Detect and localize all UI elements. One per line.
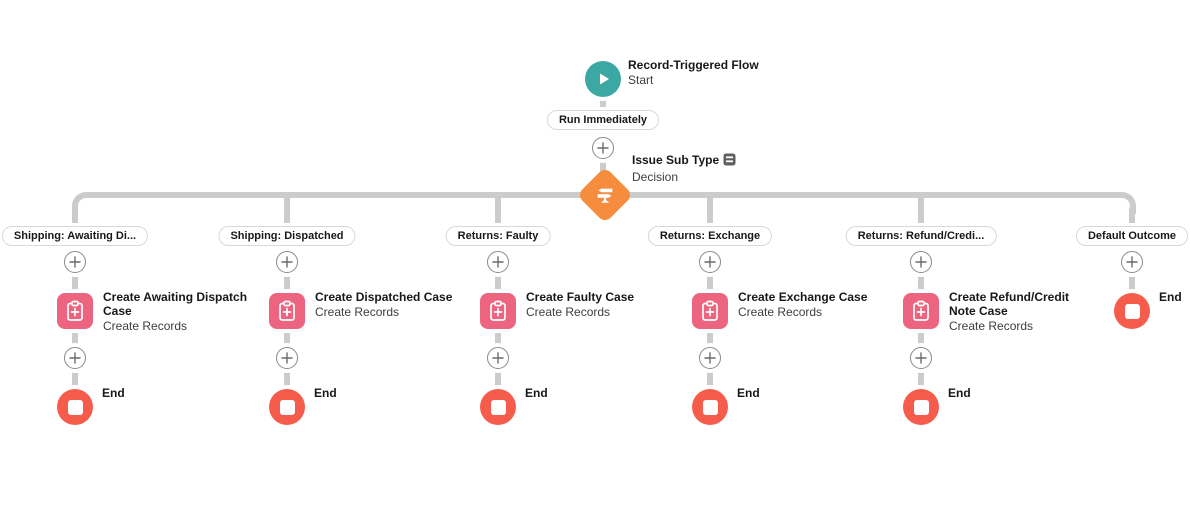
end-label: End (525, 386, 548, 400)
end-node-label: End (314, 386, 337, 400)
end-label: End (314, 386, 337, 400)
end-icon (490, 399, 506, 415)
end-label: End (737, 386, 760, 400)
action-title: Create Dispatched Case (315, 290, 453, 304)
end-label: End (102, 386, 125, 400)
add-element-button[interactable] (699, 347, 721, 369)
add-element-button-trunk[interactable] (592, 137, 614, 159)
create-records-node[interactable] (692, 293, 728, 329)
create-records-node[interactable] (269, 293, 305, 329)
action-subtitle: Create Records (526, 305, 611, 319)
end-icon (1124, 303, 1140, 319)
action-subtitle: Create Records (949, 319, 1034, 333)
add-element-button[interactable] (64, 251, 86, 273)
branch-corner-left (72, 192, 94, 214)
end-label: End (948, 386, 971, 400)
add-element-button[interactable] (487, 251, 509, 273)
end-node-label: End (525, 386, 548, 400)
add-element-button[interactable] (1121, 251, 1143, 273)
description-icon (723, 153, 736, 169)
end-node-label: End (102, 386, 125, 400)
end-node[interactable] (692, 389, 728, 425)
add-element-button[interactable] (910, 251, 932, 273)
outcome-pill: Default Outcome (1075, 226, 1189, 246)
end-node[interactable] (57, 389, 93, 425)
clipboard-plus-icon (909, 299, 933, 323)
branch-corner-right (1114, 192, 1136, 214)
clipboard-plus-icon (63, 299, 87, 323)
action-subtitle: Create Records (315, 305, 400, 319)
end-icon (913, 399, 929, 415)
decision-node[interactable] (576, 166, 634, 224)
decision-subtitle: Decision (632, 170, 679, 184)
run-immediately-pill: Run Immediately (546, 110, 660, 130)
action-title: Create Refund/Credit Note Case (949, 290, 1070, 318)
end-node[interactable] (903, 389, 939, 425)
end-icon (67, 399, 83, 415)
outcome-pill: Returns: Faulty (445, 226, 551, 246)
add-element-button[interactable] (699, 251, 721, 273)
outcome-pill: Shipping: Dispatched (218, 226, 356, 246)
play-icon (595, 71, 611, 87)
action-title: Create Exchange Case (738, 290, 868, 304)
outcome-pill: Shipping: Awaiting Di... (1, 226, 149, 246)
action-title: Create Awaiting Dispatch Case (103, 290, 248, 318)
start-node-label: Record-Triggered Flow Start (628, 58, 759, 87)
action-node-label: Create Awaiting Dispatch Case Create Rec… (103, 290, 253, 333)
action-node-label: Create Faulty Case Create Records (526, 290, 676, 319)
create-records-node[interactable] (480, 293, 516, 329)
action-title: Create Faulty Case (526, 290, 635, 304)
start-title: Record-Triggered Flow (628, 58, 759, 72)
outcome-pill: Returns: Exchange (647, 226, 773, 246)
action-node-label: Create Refund/Credit Note Case Create Re… (949, 290, 1099, 333)
end-node-label: End (1159, 290, 1182, 304)
decision-title: Issue Sub Type (632, 153, 736, 169)
create-records-node[interactable] (903, 293, 939, 329)
add-element-button[interactable] (276, 347, 298, 369)
action-node-label: Create Exchange Case Create Records (738, 290, 888, 319)
action-node-label: Create Dispatched Case Create Records (315, 290, 465, 319)
end-icon (279, 399, 295, 415)
end-node[interactable] (269, 389, 305, 425)
add-element-button[interactable] (276, 251, 298, 273)
action-subtitle: Create Records (103, 319, 188, 333)
clipboard-plus-icon (698, 299, 722, 323)
clipboard-plus-icon (275, 299, 299, 323)
decision-title-text: Issue Sub Type (632, 153, 720, 167)
add-element-button[interactable] (64, 347, 86, 369)
decision-node-label: Issue Sub Type Decision (632, 153, 736, 184)
decision-signpost-icon (594, 184, 616, 206)
add-element-button[interactable] (487, 347, 509, 369)
end-node[interactable] (480, 389, 516, 425)
end-node-label: End (737, 386, 760, 400)
start-subtitle: Start (628, 73, 654, 87)
action-subtitle: Create Records (738, 305, 823, 319)
trunk-connector (600, 97, 606, 175)
add-element-button[interactable] (910, 347, 932, 369)
start-node[interactable] (585, 61, 621, 97)
end-node-label: End (948, 386, 971, 400)
create-records-node[interactable] (57, 293, 93, 329)
end-label: End (1159, 290, 1182, 304)
outcome-pill: Returns: Refund/Credi... (845, 226, 997, 246)
end-icon (702, 399, 718, 415)
end-node[interactable] (1114, 293, 1150, 329)
clipboard-plus-icon (486, 299, 510, 323)
